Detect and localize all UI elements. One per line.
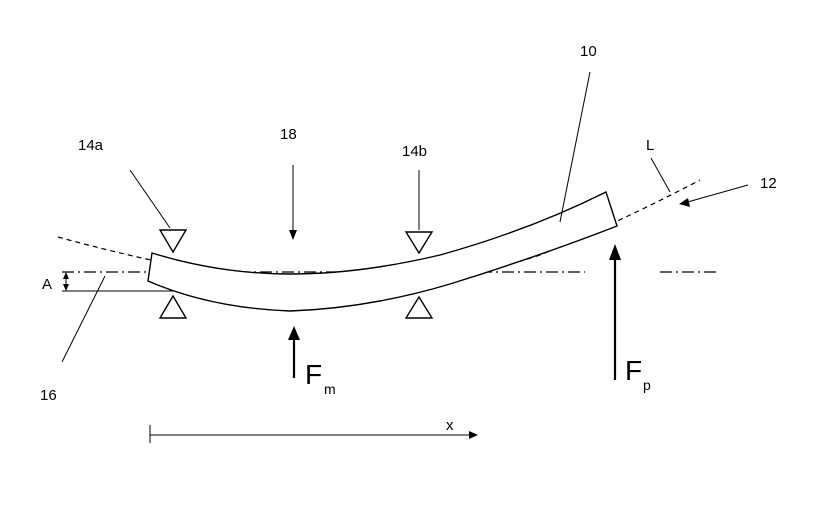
beam-10 <box>148 192 617 311</box>
label-14a: 14a <box>78 137 104 154</box>
label-L: L <box>646 137 654 154</box>
support-14a-lower <box>160 296 186 318</box>
leader-14a <box>130 170 170 228</box>
x-axis <box>150 425 478 443</box>
force-Fm-arrow <box>288 326 300 378</box>
label-Fm-main: F <box>305 359 322 390</box>
arrow-18 <box>289 165 297 240</box>
label-10: 10 <box>580 43 597 60</box>
label-Fp-sub: p <box>643 377 651 393</box>
label-16: 16 <box>40 387 57 404</box>
support-14b-upper <box>406 232 432 253</box>
label-12: 12 <box>760 175 777 192</box>
leader-16 <box>62 276 105 362</box>
support-14a-upper <box>160 230 186 252</box>
label-18: 18 <box>280 126 297 143</box>
label-14b: 14b <box>402 143 427 160</box>
label-x: x <box>446 417 454 434</box>
label-Fm-sub: m <box>324 381 336 397</box>
label-Fp-main: F <box>625 355 642 386</box>
leader-10 <box>560 72 590 222</box>
label-A: A <box>42 276 52 293</box>
arrow-12 <box>679 185 748 207</box>
leader-L <box>651 158 670 192</box>
force-Fp-arrow <box>609 244 621 380</box>
offset-A-dimension <box>63 272 69 291</box>
support-14b-lower <box>406 297 432 318</box>
